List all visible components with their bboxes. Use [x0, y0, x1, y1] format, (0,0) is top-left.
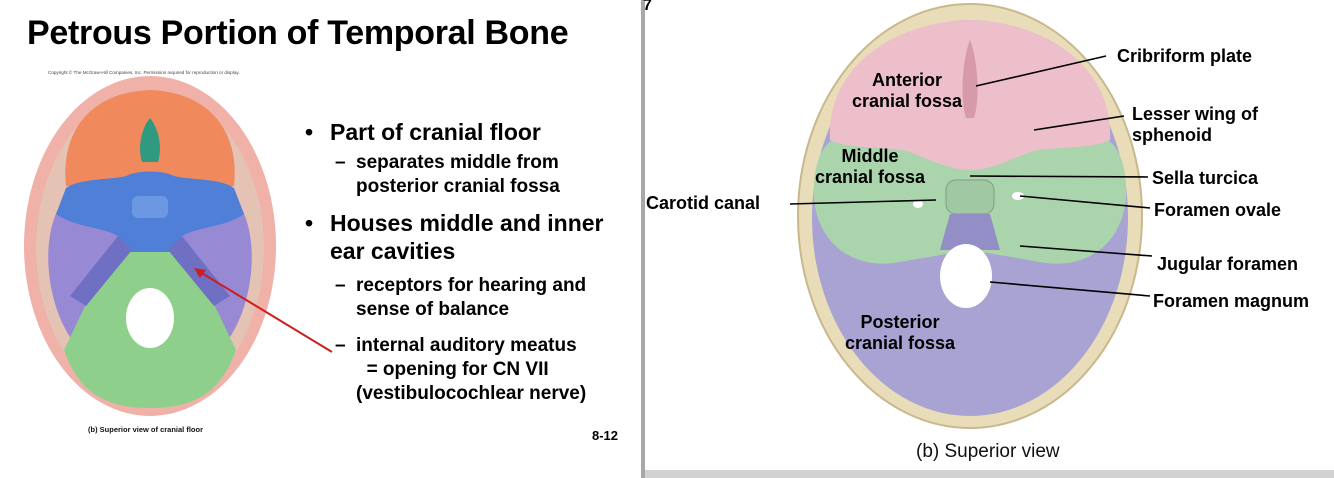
foramen-ovale-hole-left [913, 200, 923, 208]
label-jugular-foramen: Jugular foramen [1157, 254, 1299, 274]
label-text: Posterior [860, 312, 940, 332]
bullet-list: Part of cranial floor separates middle f… [303, 118, 638, 406]
figure-caption-right: (b) Superior view [916, 441, 1060, 462]
sub-bullet-text: = opening for CN VII [366, 359, 549, 380]
label-text: Lesser wing of [1132, 104, 1259, 124]
foramen-magnum-right [940, 244, 992, 308]
label-text: Anterior [872, 70, 943, 90]
leader-jugular [1019, 245, 1153, 257]
leader-sella [969, 175, 1149, 178]
edge-mark: 7 [643, 0, 652, 14]
slide-title: Petrous Portion of Temporal Bone [27, 14, 569, 52]
foramen-ovale-hole [1012, 192, 1024, 200]
label-text: cranial fossa [815, 167, 926, 187]
leader-ovale [1019, 195, 1151, 209]
sub-bullet-text: internal auditory meatus [356, 335, 577, 356]
foramen-magnum-left [126, 288, 174, 348]
sella-turcica-right [945, 179, 995, 215]
figure-caption-left: (b) Superior view of cranial floor [88, 425, 204, 434]
sub-bullet-text: sense of balance [356, 299, 510, 320]
label-text: sphenoid [1132, 125, 1212, 145]
leader-magnum [989, 281, 1151, 297]
sub-bullet-text: posterior cranial fossa [356, 176, 560, 197]
label-foramen-magnum: Foramen magnum [1153, 291, 1310, 311]
label-carotid-canal: Carotid canal [646, 193, 761, 213]
bullet-text: Houses middle and inner [330, 210, 604, 236]
leader-cribriform [975, 55, 1107, 87]
sub-bullet-text: receptors for hearing and [356, 275, 587, 296]
crista-galli [962, 40, 978, 118]
leader-lesser-wing [1033, 115, 1125, 131]
sub-bullet-text: (vestibulocochlear nerve) [356, 383, 587, 404]
bullet-text: ear cavities [330, 238, 456, 264]
slide-number: 8-12 [592, 428, 619, 443]
pointer-arrowhead [194, 268, 206, 278]
slide-divider [641, 0, 645, 478]
petrous-ridge-left [70, 236, 132, 306]
sub-bullet-receptors: receptors for hearing and sense of balanc… [303, 274, 638, 322]
label-cribriform-plate: Cribriform plate [1117, 46, 1253, 66]
bottom-strip [645, 470, 1334, 478]
bullet-text: Part of cranial floor [330, 119, 541, 145]
sella-turcica-left [132, 196, 168, 218]
sub-bullet-separates: separates middle from posterior cranial f… [303, 151, 638, 199]
label-sella-turcica: Sella turcica [1152, 168, 1259, 188]
label-text: Middle [841, 146, 899, 166]
cranial-floor-illustration [24, 76, 333, 416]
bullet-cranial-floor: Part of cranial floor [303, 118, 638, 146]
sub-bullet-auditory-meatus: internal auditory meatus = opening for C… [303, 334, 638, 406]
leader-carotid [789, 199, 937, 205]
label-foramen-ovale: Foramen ovale [1154, 200, 1282, 220]
cribriform-plate-left [140, 118, 160, 162]
label-text: cranial fossa [852, 91, 963, 111]
copyright-notice: Copyright © The McGraw-Hill Companies, I… [48, 70, 240, 75]
label-text: cranial fossa [845, 333, 956, 353]
clivus [940, 214, 1000, 250]
sub-bullet-text: separates middle from [356, 152, 559, 173]
